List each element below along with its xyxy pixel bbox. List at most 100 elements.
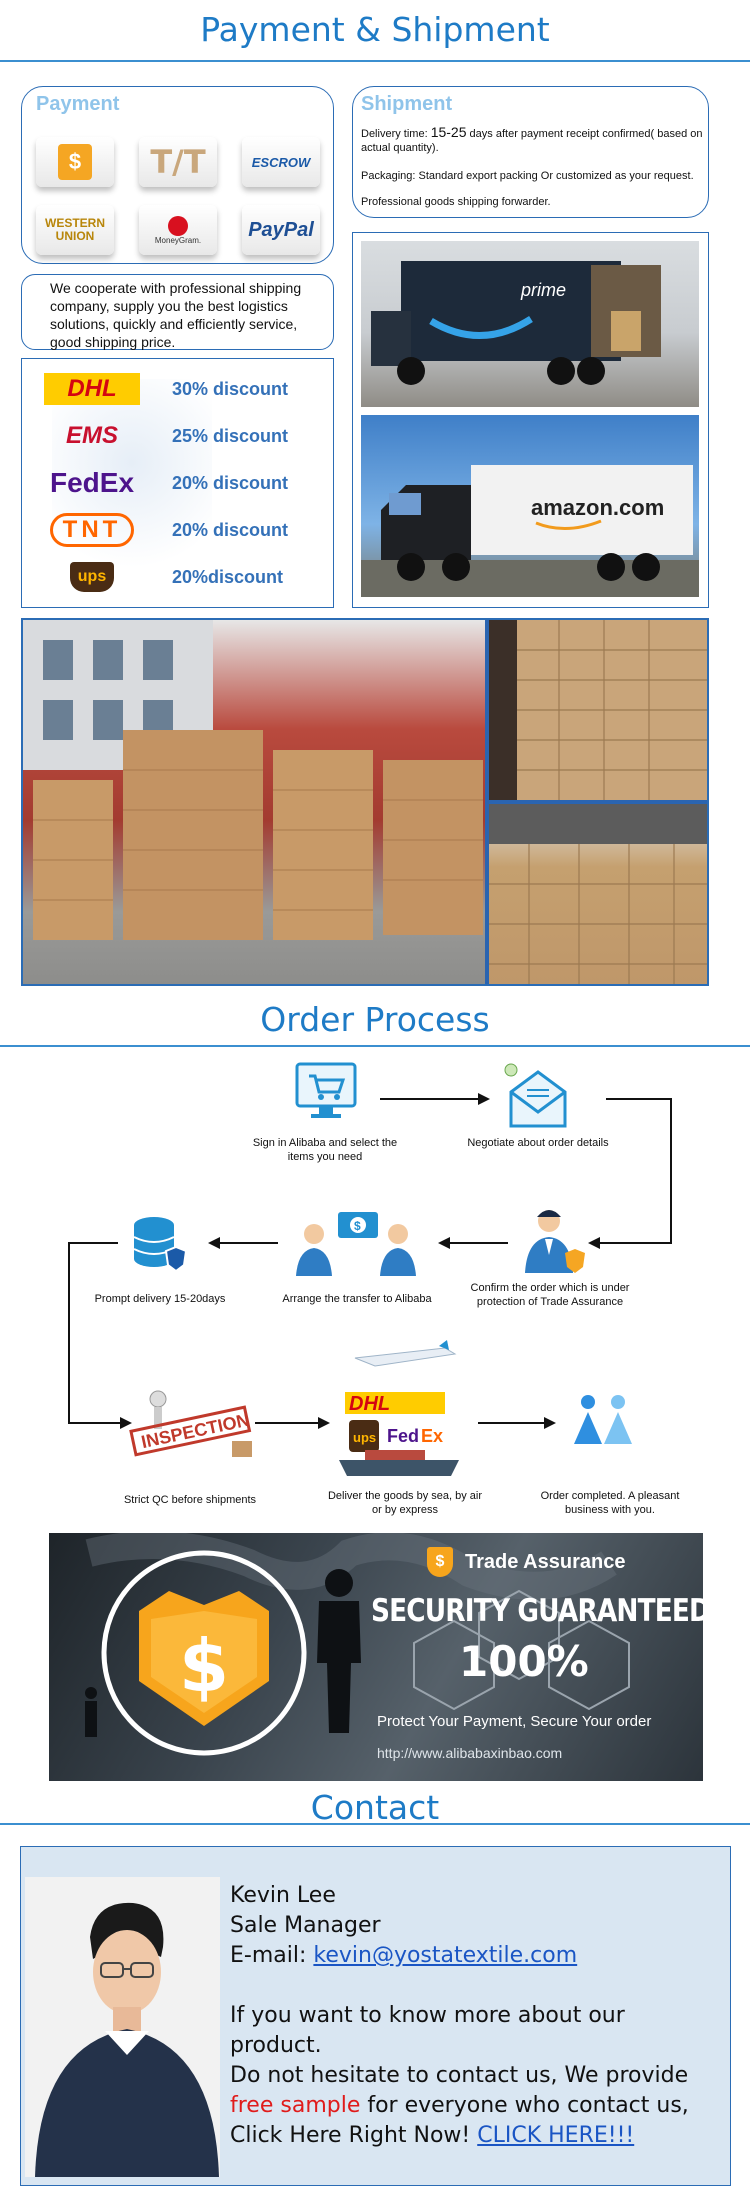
svg-text:Ex: Ex (421, 1426, 443, 1446)
dhl-logo: DHL (44, 373, 140, 405)
amazon-label: amazon.com (531, 495, 664, 520)
contact-line1: If you want to know more about our produ… (230, 2003, 625, 2058)
western-union-icon: WESTERN UNION (36, 205, 114, 255)
tt-icon: T/T (139, 137, 217, 187)
forwarder-text: Professional goods shipping forwarder. (361, 196, 551, 208)
arrow-7-head (544, 1417, 556, 1429)
connector-left-top (68, 1242, 118, 1244)
arrow-1-line (380, 1098, 480, 1100)
arrow-6-line (255, 1422, 320, 1424)
svg-text:Fed: Fed (387, 1426, 419, 1446)
tt-label: T/T (150, 143, 206, 181)
prime-label: prime (520, 280, 566, 300)
courier-row-ems: EMS 25% discount (22, 414, 322, 460)
money-transfer-icon: $ (292, 1206, 426, 1281)
arrow-1-head (478, 1093, 490, 1105)
escrow-icon: ESCROW (242, 137, 320, 187)
contact-title: Contact (310, 1788, 440, 1827)
warehouse-collage (21, 618, 709, 986)
order-process-title: Order Process (260, 1000, 490, 1039)
boxes-container-photo (489, 804, 707, 984)
businessman-icon (515, 1203, 587, 1280)
percent-100: 100% (459, 1637, 589, 1686)
courier-row-fedex: FedEx 20% discount (22, 461, 322, 507)
gold-shield-icon: $ (129, 1581, 279, 1731)
arrow-3-head (438, 1237, 450, 1249)
cooperate-text: We cooperate with professional shipping … (50, 280, 302, 350)
tnt-logo: TNT (44, 513, 140, 547)
trucks-box: prime amazon.com (352, 232, 709, 608)
arrow-7-line (478, 1422, 546, 1424)
prime-truck-photo: prime (361, 241, 699, 407)
contact-rule (0, 1823, 750, 1825)
courier-row-ups: ups 20%discount (22, 555, 322, 601)
ups-logo: ups (44, 561, 140, 593)
ems-discount: 25% discount (172, 426, 289, 446)
banner-decor (85, 1533, 630, 1756)
delivery-time-text: Delivery time: 15-25 days after payment … (361, 124, 703, 154)
contact-photo (25, 1877, 220, 2177)
courier-row-dhl: DHL 30% discount (22, 367, 322, 413)
title-rule (0, 60, 750, 62)
step-qc-label: Strict QC before shipments (123, 1494, 257, 1506)
connector-right-bottom (598, 1242, 672, 1244)
shipment-box: Shipment Delivery time: 15-25 days after… (352, 86, 709, 218)
contact-name: Kevin Lee (230, 1883, 336, 1908)
connector-right-top (606, 1098, 672, 1100)
trade-assurance-label: Trade Assurance (465, 1551, 626, 1573)
connector-left-vertical (68, 1242, 70, 1424)
moneygram-label: MoneyGram. (154, 235, 202, 245)
svg-text:DHL: DHL (349, 1393, 390, 1415)
packaging-text: Packaging: Standard export packing Or cu… (361, 170, 694, 182)
dollar-icon: $ (36, 137, 114, 187)
moneygram-globe (168, 215, 188, 236)
step-negotiate-label: Negotiate about order details (467, 1137, 609, 1149)
step-prompt-label: Prompt delivery 15-20days (94, 1293, 226, 1305)
banner-tagline: Protect Your Payment, Secure Your order (377, 1713, 652, 1730)
arrow-2-head (588, 1237, 600, 1249)
contact-line3: free sample for everyone who contact us, (230, 2093, 689, 2118)
amazon-truck-photo: amazon.com (361, 415, 699, 597)
boxes-stack-photo (489, 620, 707, 800)
connector-left-bottom (68, 1422, 120, 1424)
paypal-label: PayPal (248, 218, 314, 241)
courier-watermark (52, 379, 212, 589)
svg-text:ups: ups (353, 1430, 376, 1445)
contact-role: Sale Manager (230, 1913, 381, 1938)
payment-box: Payment $ T/T ESCROW WESTERN UNION Money… (21, 86, 334, 264)
banner-url[interactable]: http://www.alibabaxinbao.com (377, 1745, 563, 1761)
tnt-discount: 20% discount (172, 520, 289, 540)
dollar-badge: $ (58, 144, 92, 180)
person-avatar (25, 1877, 220, 2177)
arrow-5-head (120, 1417, 132, 1429)
connector-right-vertical (670, 1098, 672, 1244)
envelope-icon (503, 1062, 573, 1137)
fedex-logo: FedEx (49, 467, 135, 498)
free-sample-text: free sample (230, 2093, 361, 2118)
click-here-link[interactable]: CLICK HERE!!! (477, 2123, 635, 2148)
trade-assurance-logo-icon: $ (427, 1547, 453, 1577)
contact-email-link[interactable]: kevin@yostatextile.com (313, 1943, 578, 1968)
arrow-3-line (448, 1242, 508, 1244)
two-people-icon (568, 1392, 638, 1453)
stack-illustration (489, 620, 707, 800)
delivery-days: 15-25 (430, 124, 467, 140)
contact-line2: Do not hesitate to contact us, We provid… (230, 2063, 689, 2088)
step-confirm-label: Confirm the order which is under protect… (470, 1282, 630, 1308)
courier-row-tnt: TNT 20% discount (22, 508, 322, 554)
dhl-discount: 30% discount (172, 379, 289, 399)
prime-truck-illustration: prime (371, 261, 661, 385)
shipment-title: Shipment (361, 93, 453, 115)
warehouse-photo-large (23, 620, 485, 984)
trade-assurance-banner: $ $ Trade Assurance SECURITY GUARANTEED … (49, 1533, 703, 1781)
svg-text:$: $ (179, 1624, 229, 1708)
payment-shipment-title: Payment & Shipment (200, 10, 550, 49)
courier-box: DHL 30% discount EMS 25% discount FedEx … (21, 358, 334, 608)
paypal-icon: PayPal (242, 205, 320, 255)
shipping-carriers-icon: DHL ups Fed Ex (335, 1340, 475, 1485)
payment-title: Payment (36, 93, 120, 115)
svg-text:$: $ (354, 1219, 361, 1233)
arrow-4-line (218, 1242, 278, 1244)
contact-line4: Click Here Right Now! CLICK HERE!!! (230, 2123, 635, 2148)
ups-discount: 20%discount (172, 567, 284, 587)
